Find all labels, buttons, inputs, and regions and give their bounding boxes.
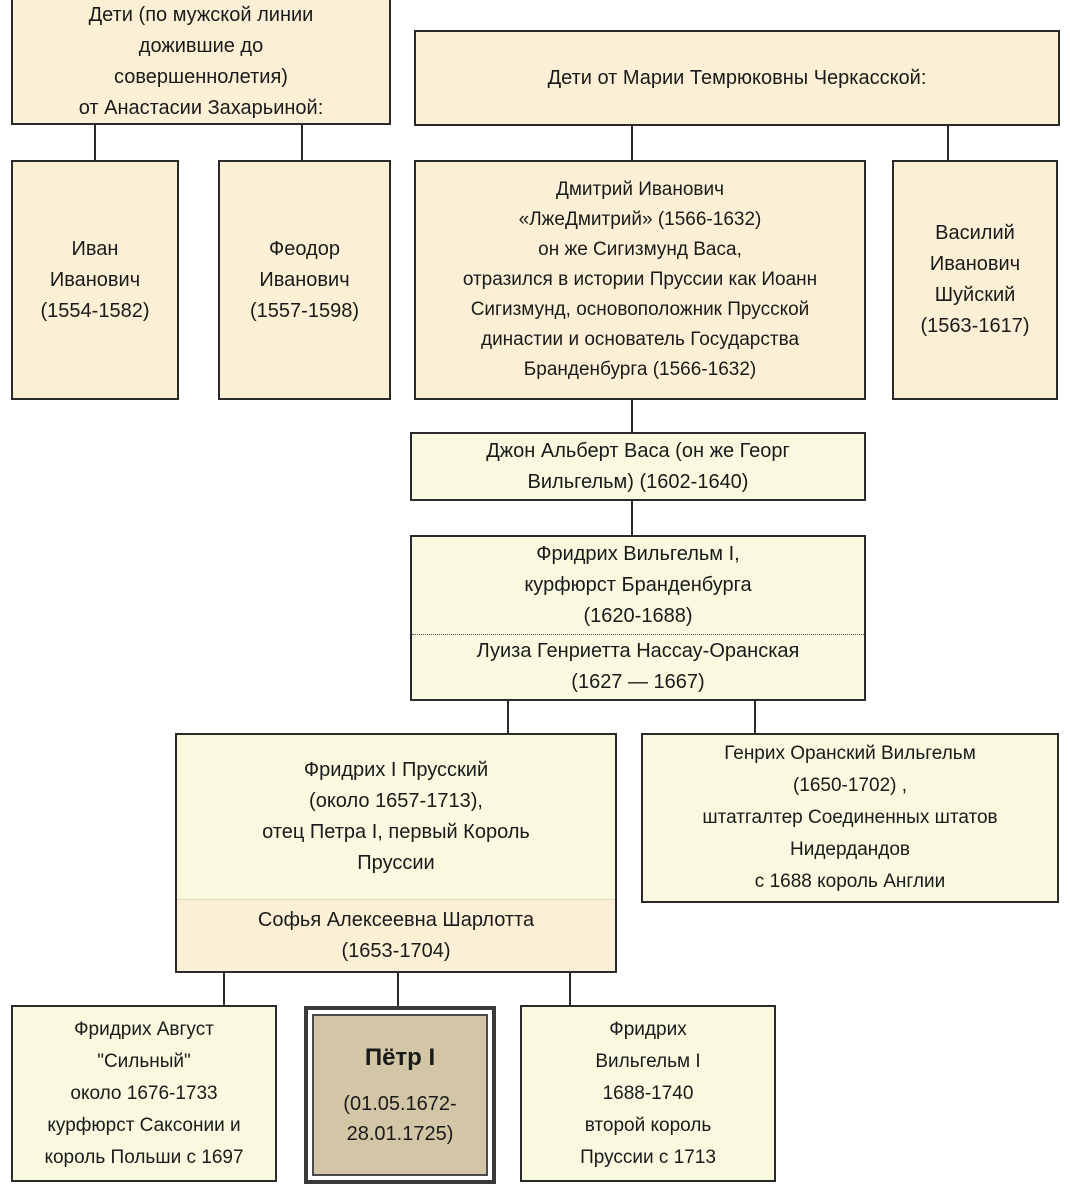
john-albert-box: Джон Альберт Васа (он же Георг Вильгельм… xyxy=(410,432,866,501)
fw2-line-2: Вильгельм I xyxy=(595,1050,701,1072)
august-line-3: около 1676-1733 xyxy=(70,1082,218,1104)
zakharyina-line-3: совершеннолетия) xyxy=(114,65,288,88)
friedrich-i-line-1: Фридрих I Прусский xyxy=(303,759,489,781)
cherkasskaya-children-box: Дети от Марии Темрюковны Черкасской: xyxy=(414,30,1060,126)
friedrich-i-spouse-name: Софья Алексеевна Шарлотта xyxy=(257,908,535,931)
friedrich-i-line-3: отец Петра I, первый Король xyxy=(262,821,530,843)
henry-line-2: (1650-1702) , xyxy=(792,775,908,796)
dmitry-line-1: Дмитрий Иванович xyxy=(555,179,725,200)
petr-name: Пётр I xyxy=(364,1044,436,1071)
august-line-5: король Польши с 1697 xyxy=(44,1146,244,1168)
connector-friedrich-petr xyxy=(397,971,399,1007)
feodor-dates: (1557-1598) xyxy=(250,299,359,322)
fw-line-3: (1620-1688) xyxy=(583,605,693,627)
friedrich-wilhelm-box: Фридрих Вильгельм I, курфюрст Бранденбур… xyxy=(410,535,866,701)
fw2-line-4: второй король xyxy=(584,1114,712,1136)
petr-box: Пётр I (01.05.1672- 28.01.1725) xyxy=(304,1006,496,1184)
august-line-4: курфюрст Саксонии и xyxy=(47,1114,241,1136)
feodor-box: Феодор Иванович (1557-1598) xyxy=(218,160,391,400)
dmitry-line-5: Сигизмунд, основоположник Прусской xyxy=(470,299,810,320)
fw-second-box: Фридрих Вильгельм I 1688-1740 второй кор… xyxy=(520,1005,776,1182)
fw-line-2: курфюрст Бранденбурга xyxy=(524,574,752,596)
ivan-box: Иван Иванович (1554-1582) xyxy=(11,160,179,400)
henry-orange-box: Генрих Оранский Вильгельм (1650-1702) , … xyxy=(641,733,1059,903)
dmitry-line-3: он же Сигизмунд Васа, xyxy=(538,239,742,260)
feodor-name-2: Иванович xyxy=(259,268,350,291)
august-box: Фридрих Август "Сильный" около 1676-1733… xyxy=(11,1005,277,1182)
zakharyina-line-1: Дети (по мужской линии xyxy=(88,3,314,26)
connector-fw-friedrich-i xyxy=(507,699,509,735)
feodor-name-1: Феодор xyxy=(269,237,340,260)
fw-spouse-dates: (1627 — 1667) xyxy=(571,671,705,693)
friedrich-i-spouse-section: Софья Алексеевна Шарлотта (1653-1704) xyxy=(177,899,615,971)
vasily-line-3: Шуйский xyxy=(934,284,1016,306)
dmitry-line-6: династии и основатель Государства xyxy=(480,329,800,350)
dmitry-line-7: Бранденбурга (1566-1632) xyxy=(523,359,757,380)
fw2-line-5: Пруссии с 1713 xyxy=(580,1146,716,1168)
fw-spouse-name: Луиза Генриетта Нассау-Оранская xyxy=(476,640,800,662)
zakharyina-line-4: от Анастасии Захарьиной: xyxy=(78,96,324,119)
petr-dates-1: (01.05.1672- xyxy=(343,1093,457,1115)
fw-line-1: Фридрих Вильгельм I, xyxy=(536,543,740,565)
friedrich-i-line-4: Пруссии xyxy=(357,852,435,874)
fw-main-section: Фридрих Вильгельм I, курфюрст Бранденбур… xyxy=(412,537,864,634)
dmitry-box: Дмитрий Иванович «ЛжеДмитрий» (1566-1632… xyxy=(414,160,866,400)
connector-friedrich-august xyxy=(223,971,225,1007)
john-albert-line-1: Джон Альберт Васа (он же Георг xyxy=(486,439,790,462)
zakharyina-line-2: дожившие до xyxy=(138,34,264,57)
friedrich-i-main-section: Фридрих I Прусский (около 1657-1713), от… xyxy=(177,735,615,899)
dmitry-line-2: «ЛжеДмитрий» (1566-1632) xyxy=(518,209,762,230)
connector-dmitry-john xyxy=(631,398,633,434)
petr-inner: Пётр I (01.05.1672- 28.01.1725) xyxy=(312,1014,488,1176)
vasily-line-1: Василий xyxy=(935,222,1015,244)
fw-spouse-section: Луиза Генриетта Нассау-Оранская (1627 — … xyxy=(412,634,864,699)
fw2-line-3: 1688-1740 xyxy=(602,1082,694,1104)
connector-john-fw xyxy=(631,499,633,537)
john-albert-line-2: Вильгельм) (1602-1640) xyxy=(527,470,749,493)
vasily-line-4: (1563-1617) xyxy=(920,315,1030,337)
connector-cherkasskaya-vasily xyxy=(947,124,949,162)
connector-friedrich-fw2 xyxy=(569,971,571,1007)
august-line-1: Фридрих Август xyxy=(74,1018,214,1040)
cherkasskaya-title: Дети от Марии Темрюковны Черкасской: xyxy=(547,66,927,89)
ivan-name-2: Иванович xyxy=(49,268,141,291)
friedrich-i-line-2: (около 1657-1713), xyxy=(309,790,483,812)
ivan-dates: (1554-1582) xyxy=(40,299,150,322)
connector-zakharyina-feodor xyxy=(301,124,303,162)
connector-cherkasskaya-dmitry xyxy=(631,124,633,162)
henry-line-5: с 1688 король Англии xyxy=(754,871,946,892)
ivan-name-1: Иван xyxy=(71,237,119,260)
petr-dates-2: 28.01.1725) xyxy=(346,1123,454,1145)
friedrich-i-spouse-dates: (1653-1704) xyxy=(341,939,451,962)
connector-zakharyina-ivan xyxy=(94,124,96,162)
august-line-2: "Сильный" xyxy=(97,1050,191,1072)
henry-line-4: Нидердандов xyxy=(789,839,910,860)
dmitry-line-4: отразился в истории Пруссии как Иоанн xyxy=(462,269,818,290)
henry-line-1: Генрих Оранский Вильгельм xyxy=(724,743,976,764)
vasily-line-2: Иванович xyxy=(929,253,1021,275)
vasily-box: Василий Иванович Шуйский (1563-1617) xyxy=(892,160,1058,400)
fw2-line-1: Фридрих xyxy=(609,1018,687,1040)
friedrich-i-box: Фридрих I Прусский (около 1657-1713), от… xyxy=(175,733,617,973)
zakharyina-children-box: Дети (по мужской линии дожившие до совер… xyxy=(11,0,391,125)
henry-line-3: штатгалтер Соединенных штатов xyxy=(702,807,998,828)
connector-fw-henry xyxy=(754,699,756,735)
